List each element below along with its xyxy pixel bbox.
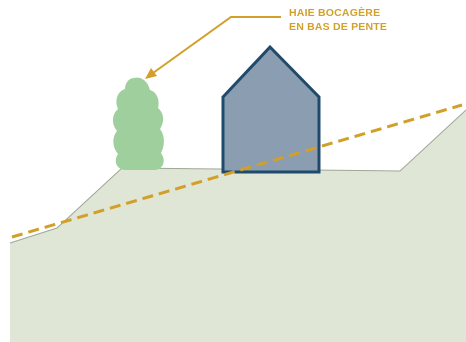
- hedge-bush: [113, 78, 164, 170]
- annotation-line-2: EN BAS DE PENTE: [289, 21, 459, 35]
- annotation-line-1: HAIE BOCAGÈRE: [289, 7, 459, 21]
- arrow-head-icon: [145, 68, 157, 79]
- annotation-label: HAIE BOCAGÈRE EN BAS DE PENTE: [289, 7, 459, 34]
- house: [223, 47, 319, 172]
